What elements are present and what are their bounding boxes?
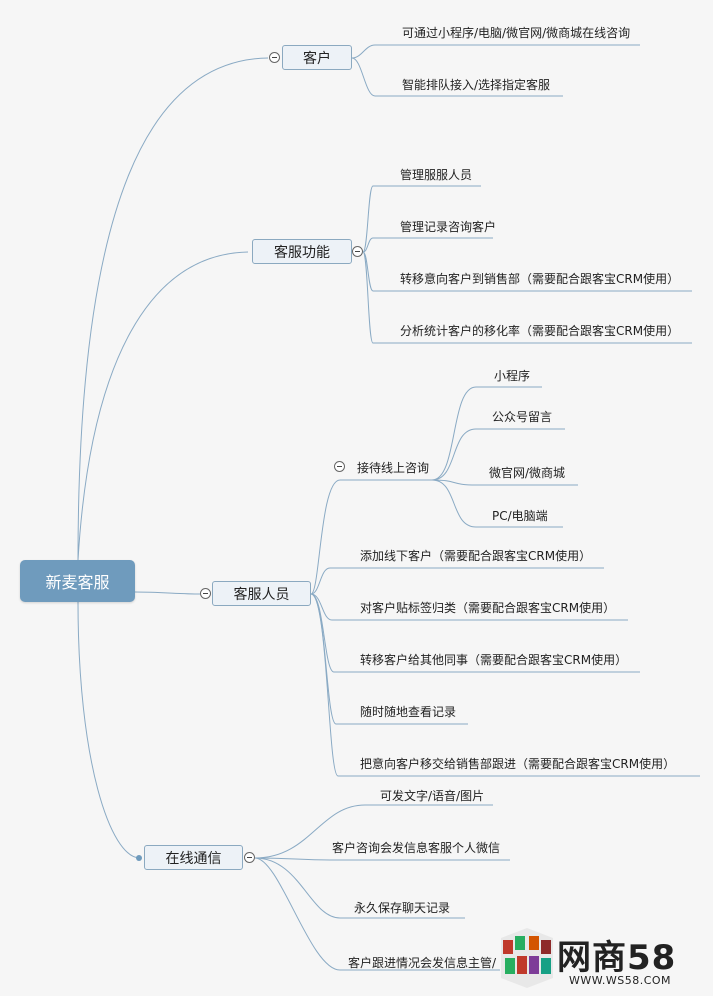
leaf-sub-1: 小程序 [494,369,531,383]
connector-oc-2 [254,857,510,861]
connector-sub-4 [431,479,563,528]
leaf-customer-1: 可通过小程序/电脑/微官网/微商城在线咨询 [402,26,631,40]
leaf-staff-5: 把意向客户移交给销售部跟进（需要配合跟客宝CRM使用） [360,757,676,771]
connector-oc-3 [254,857,465,919]
connector-staff-5 [310,593,700,777]
connector-root-customer [77,57,269,561]
connector-customer-2 [351,57,563,97]
connector-sub-2 [431,428,565,481]
collapse-toggle-online-consult[interactable] [334,461,345,472]
connector-sf-4 [362,251,692,344]
connector-root-staff [134,591,201,595]
topic-service-function[interactable]: 客服功能 [252,239,352,264]
leaf-staff-3: 转移客户给其他同事（需要配合跟客宝CRM使用） [360,653,628,667]
watermark-brand: 网商58 [557,938,677,978]
watermark-logo: 网商58 WWW.WS58.COM [497,928,707,990]
leaf-sub-2: 公众号留言 [492,410,553,424]
connector-sf-2 [362,237,493,253]
connector-oc-1 [254,804,493,859]
leaf-sf-2: 管理记录咨询客户 [400,220,497,234]
leaf-sf-4: 分析统计客户的移化率（需要配合跟客宝CRM使用） [400,324,680,338]
leaf-sub-3: 微官网/微商城 [489,466,566,480]
topic-service-staff[interactable]: 客服人员 [212,581,311,606]
leaf-sf-1: 管理服服人员 [400,168,473,182]
leaf-oc-4: 客户跟进情况会发信息主管/ [348,956,497,970]
topic-online-comm[interactable]: 在线通信 [144,845,243,870]
connector-root-service-function [77,251,249,561]
connector-oc-4 [254,857,500,971]
leaf-staff-2: 对客户贴标签归类（需要配合跟客宝CRM使用） [360,601,616,615]
collapse-toggle-service-function[interactable] [352,246,363,257]
leaf-staff-4: 随时随地查看记录 [360,705,457,719]
connector-sf-1 [362,185,481,253]
connector-customer-1 [351,44,640,59]
collapse-toggle-customer[interactable] [269,52,280,63]
leaf-sub-4: PC/电脑端 [492,509,548,523]
connector-staff-1 [310,567,604,595]
collapse-toggle-staff[interactable] [200,588,211,599]
leaf-oc-2: 客户咨询会发信息客服个人微信 [332,841,501,855]
leaf-customer-2: 智能排队接入/选择指定客服 [402,78,551,92]
connector-root-online [77,601,141,859]
connector-sub-1 [431,386,542,481]
leaf-oc-3: 永久保存聊天记录 [354,901,451,915]
connector-sub-3 [431,479,578,486]
watermark-url: WWW.WS58.COM [569,974,672,987]
cube-logo-icon [501,928,553,988]
connector-staff-2 [310,593,628,621]
connector-staff-sub [310,479,432,595]
sub-topic-online-consult[interactable]: 接待线上咨询 [357,461,430,475]
leaf-staff-1: 添加线下客户（需要配合跟客宝CRM使用） [360,549,592,563]
root-node[interactable]: 新麦客服 [20,560,135,602]
leaf-sf-3: 转移意向客户到销售部（需要配合跟客宝CRM使用） [400,272,680,286]
branch-dot [136,855,142,861]
collapse-toggle-online-comm[interactable] [244,852,255,863]
topic-customer[interactable]: 客户 [282,45,352,70]
leaf-oc-1: 可发文字/语音/图片 [380,789,485,803]
